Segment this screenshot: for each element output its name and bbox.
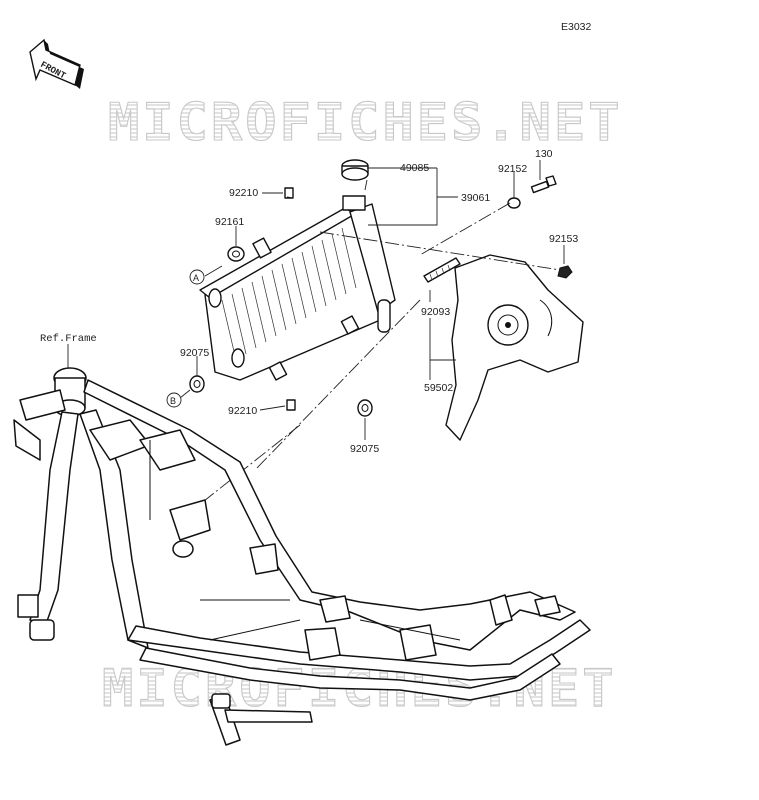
svg-text:B: B: [170, 396, 176, 406]
bolt-130: [530, 175, 557, 194]
radiator-cap: [341, 159, 369, 181]
diagram-code: E3032: [561, 21, 592, 33]
nut-92153: [557, 265, 573, 279]
svg-text:A: A: [193, 273, 199, 283]
front-arrow-icon: FRONT: [29, 38, 84, 89]
frame-reference-label: Ref.Frame: [40, 333, 97, 345]
part-number-92161: 92161: [215, 216, 244, 228]
part-number-92075-left: 92075: [180, 347, 209, 359]
watermark-top-fill: MICROFICHES.NET: [108, 93, 623, 153]
grommet-92075-bottom: [357, 399, 373, 417]
part-number-92093: 92093: [421, 306, 450, 318]
part-number-92210-bottom: 92210: [228, 405, 257, 417]
part-number-39061: 39061: [461, 192, 490, 204]
motorcycle-frame: [13, 367, 591, 746]
grommet-92075-left: [189, 375, 205, 393]
radiator: [199, 195, 396, 381]
part-number-92075-bottom: 92075: [350, 443, 379, 455]
collar-92210-top: [284, 187, 294, 199]
pad-92093: [423, 257, 461, 283]
part-number-92210-top: 92210: [229, 187, 258, 199]
part-number-92153: 92153: [549, 233, 578, 245]
part-number-49085: 49085: [400, 162, 429, 174]
part-number-92152: 92152: [498, 163, 527, 175]
fan-shroud: [445, 254, 584, 441]
watermark-top: MICROFICHES.NET: [108, 93, 623, 153]
grommet-92161: [227, 246, 245, 262]
callout-a-radiator: A: [189, 265, 223, 285]
collar-92210-bottom: [286, 399, 296, 411]
part-number-130: 130: [535, 148, 553, 160]
callout-b-radiator: B: [166, 389, 191, 408]
part-number-59502: 59502: [424, 382, 453, 394]
